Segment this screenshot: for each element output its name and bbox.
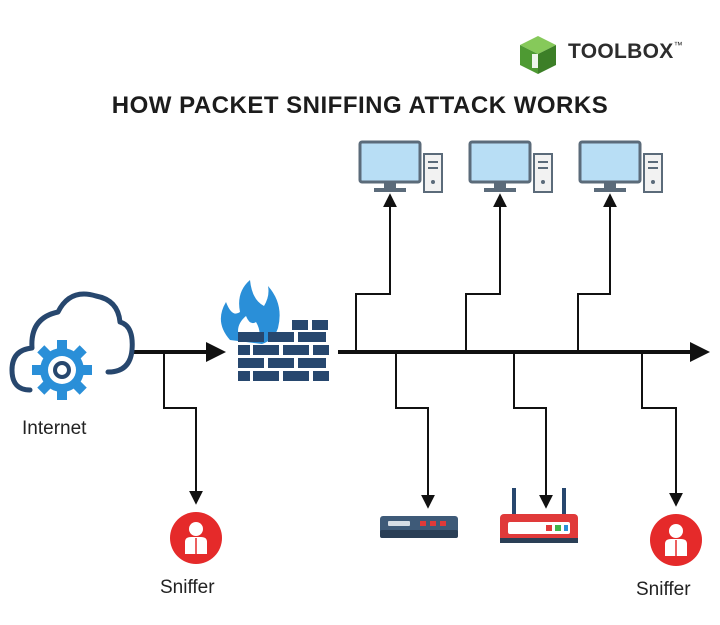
connector-sniffer-right [641, 352, 683, 507]
sniffer-user-icon [650, 514, 702, 566]
sniffer-user-icon [170, 512, 222, 564]
desktop-computer-icon [358, 140, 443, 193]
internet-label: Internet [22, 418, 87, 439]
desktop-computer-icon [468, 140, 553, 193]
page-title: HOW PACKET SNIFFING ATTACK WORKS [111, 92, 609, 119]
connector-switch [395, 352, 435, 509]
brand-name: TOOLBOX™ [568, 40, 683, 64]
green-cube-icon [520, 36, 556, 74]
brand-trademark: ™ [673, 40, 683, 50]
connector-computer-2 [465, 193, 507, 352]
sniffer-right-label: Sniffer [636, 579, 691, 600]
branch-connectors [163, 193, 683, 509]
cloud-gear-icon [9, 291, 135, 400]
firewall-flame-icon [220, 280, 329, 381]
sniffer-left-label: Sniffer [160, 577, 215, 598]
connector-computer-1 [355, 193, 397, 352]
router-icon [500, 488, 578, 543]
brand-text: TOOLBOX [568, 40, 674, 63]
desktop-computer-icon [578, 140, 663, 193]
switch-icon [380, 516, 458, 538]
connector-router [513, 352, 553, 509]
connector-computer-3 [577, 193, 617, 352]
connector-sniffer-left [163, 352, 203, 505]
